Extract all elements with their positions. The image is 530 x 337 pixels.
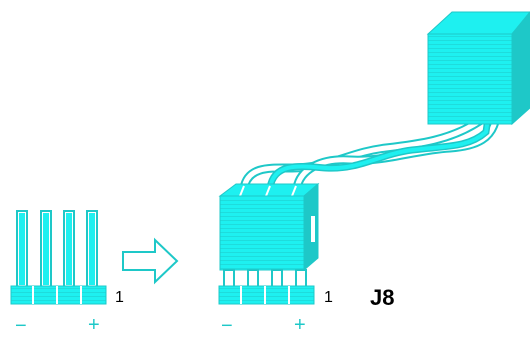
header-pin	[89, 213, 95, 285]
header-base	[218, 285, 315, 305]
header-pin	[271, 269, 283, 289]
pin-header-bare	[10, 210, 107, 305]
header-pin	[295, 269, 307, 289]
remote-device-block	[426, 11, 530, 126]
header-pin	[66, 213, 72, 285]
jumper-name-label: J8	[370, 285, 395, 310]
plus-label: +	[294, 314, 306, 336]
twisted-cable	[239, 116, 501, 190]
pin1-label: 1	[324, 289, 333, 306]
header-pin	[247, 269, 259, 289]
header-pin	[43, 213, 49, 285]
minus-label: −	[221, 315, 233, 337]
connector-housing	[219, 195, 305, 271]
pin-header-with-connector	[218, 182, 320, 305]
right-arrow-icon	[122, 237, 179, 285]
pin1-label: 1	[115, 289, 124, 306]
header-pin	[223, 269, 235, 289]
plus-label: +	[88, 314, 100, 336]
minus-label: −	[15, 315, 27, 337]
header-base	[10, 285, 107, 305]
header-pin	[19, 213, 25, 285]
